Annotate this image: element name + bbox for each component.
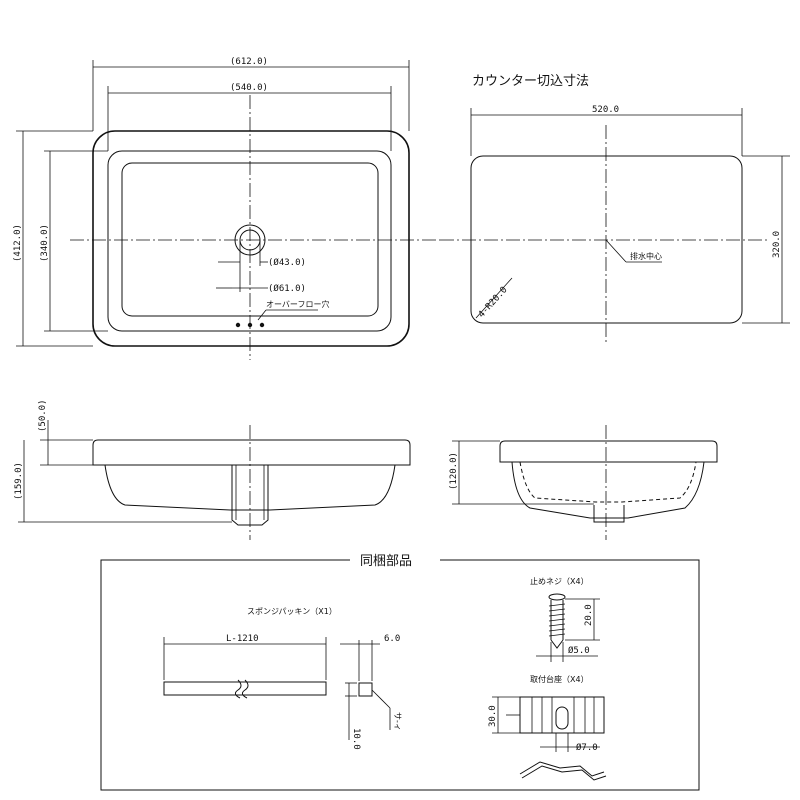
bracket-height-label: 30.0	[488, 705, 498, 727]
sponge-packing-label: スポンジパッキン（X1）	[247, 607, 337, 616]
overflow-label: オーバーフロー穴	[266, 299, 329, 309]
included-parts-box: 同梱部品 スポンジパッキン（X1） L-1210 6.0 10.0 サ-ィ 止め…	[100, 551, 700, 791]
front-rim	[92, 439, 411, 466]
bowl-depth-label: (340.0)	[40, 224, 50, 262]
front-side-view: (50.0) (159.0)	[14, 399, 411, 540]
sponge-length-label: L-1210	[226, 634, 259, 644]
screw-length-label: 20.0	[584, 604, 594, 626]
section-bowl-inner	[519, 461, 697, 503]
bracket-side-profile	[519, 761, 605, 777]
sponge-strip	[163, 681, 327, 696]
section-drain	[593, 505, 625, 523]
overflow-hole	[259, 322, 265, 328]
cutout-outline	[470, 155, 743, 324]
overflow-hole	[247, 322, 253, 328]
sponge-thickness-label: 6.0	[384, 634, 400, 644]
cutout-depth-label: 320.0	[772, 231, 782, 258]
section-side-view: (120.0)	[449, 425, 718, 540]
bracket-hole-label: Ø7.0	[576, 742, 598, 753]
basin-inner-rim	[107, 150, 392, 332]
section-bowl-outer	[511, 461, 705, 519]
sponge-side-note: サ-ィ	[393, 712, 402, 731]
overflow-hole	[235, 322, 241, 328]
bracket-label: 取付台座（X4）	[530, 674, 589, 684]
bowl-width-label: (540.0)	[230, 83, 268, 93]
drain-outer-circle	[234, 224, 266, 256]
top-view: (Ø43.0) (Ø61.0) オーバーフロー穴 (612.0) (540.0)…	[13, 57, 440, 360]
screw-label: 止めネジ（X4）	[530, 576, 589, 586]
drain-center-label: 排水中心	[630, 251, 662, 261]
basin-outer-rim	[92, 130, 410, 347]
cutout-view: カウンター切込寸法 520.0 320.0 4-R20.0 排水中心	[440, 74, 790, 345]
rim-height-label: (50.0)	[38, 399, 48, 432]
overall-width-label: (612.0)	[230, 57, 268, 67]
bracket-icon	[506, 696, 605, 734]
included-parts-title: 同梱部品	[360, 554, 412, 569]
bowl-height-label: (120.0)	[449, 452, 459, 490]
section-rim	[499, 440, 718, 463]
screw-icon	[548, 593, 566, 649]
screw-dia-label: Ø5.0	[568, 645, 590, 656]
sponge-cross-section	[358, 682, 373, 697]
cutout-radius-label: 4-R20.0	[477, 285, 510, 320]
total-height-label: (159.0)	[14, 462, 24, 500]
cutout-title: カウンター切込寸法	[472, 74, 589, 89]
cutout-width-label: 520.0	[592, 105, 619, 115]
overall-depth-label: (412.0)	[13, 224, 23, 262]
drain-dia-outer-label: (Ø61.0)	[268, 283, 306, 294]
drain-dia-inner-label: (Ø43.0)	[268, 257, 306, 268]
sponge-height-label: 10.0	[351, 728, 361, 750]
